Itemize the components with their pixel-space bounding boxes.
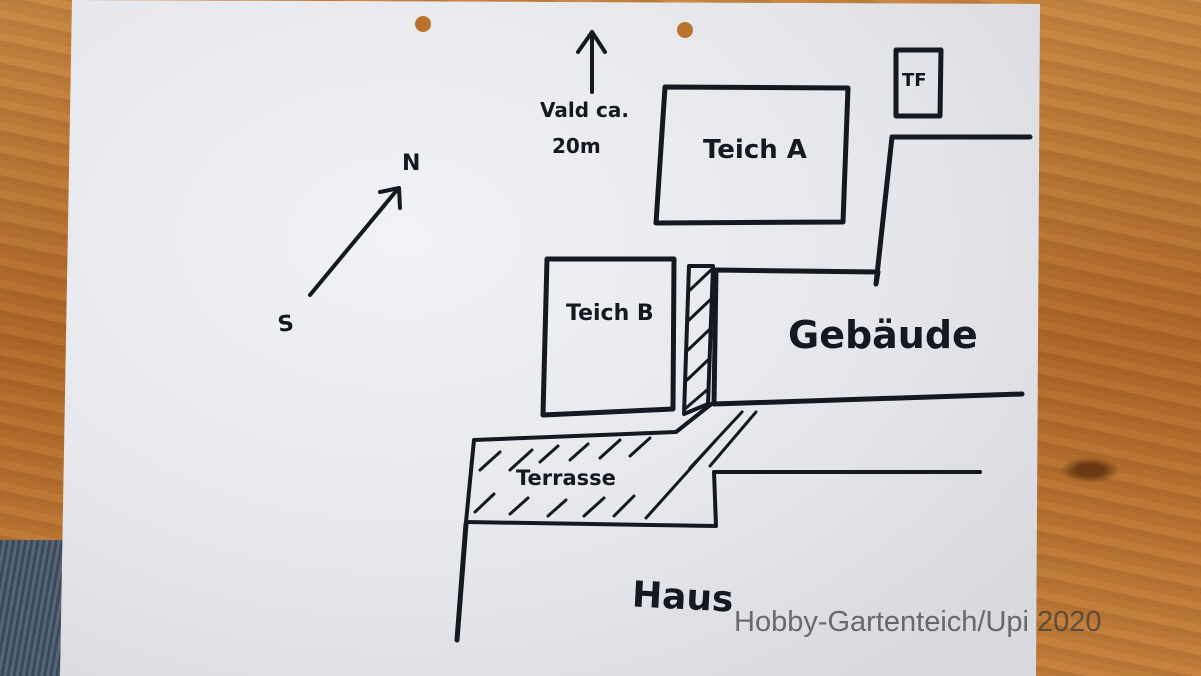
tf-label: TF — [902, 70, 927, 91]
compass-arrowhead — [378, 186, 402, 210]
terrace-label: Terrasse — [516, 466, 616, 490]
compass-arrow — [308, 188, 399, 297]
forest-note-line1: Vald ca. — [540, 98, 629, 122]
house-outline — [454, 521, 469, 643]
path-strip-outline — [682, 264, 715, 416]
forest-note-line2: 20m — [552, 134, 601, 158]
tf-box — [893, 47, 944, 119]
pond-a-label: Teich A — [703, 135, 807, 165]
pond-b-label: Teich B — [566, 301, 654, 326]
compass-north: N — [402, 151, 421, 176]
terrace-hatching — [473, 410, 758, 520]
watermark-credit: Hobby-Gartenteich/Upi 2020 — [734, 606, 1102, 638]
building-label: Gebäude — [788, 313, 978, 357]
punch-hole — [677, 22, 693, 38]
forest-arrowhead — [576, 30, 607, 54]
paper-shape — [60, 0, 1040, 676]
compass-south: S — [276, 311, 296, 338]
fabric-corner — [0, 540, 70, 676]
house-label: Haus — [631, 574, 735, 621]
pond-a-outline — [653, 84, 851, 226]
path-strip-hatching — [684, 268, 713, 410]
terrace-outline — [464, 400, 982, 528]
punch-hole — [415, 16, 431, 32]
pond-b-outline — [540, 256, 677, 418]
